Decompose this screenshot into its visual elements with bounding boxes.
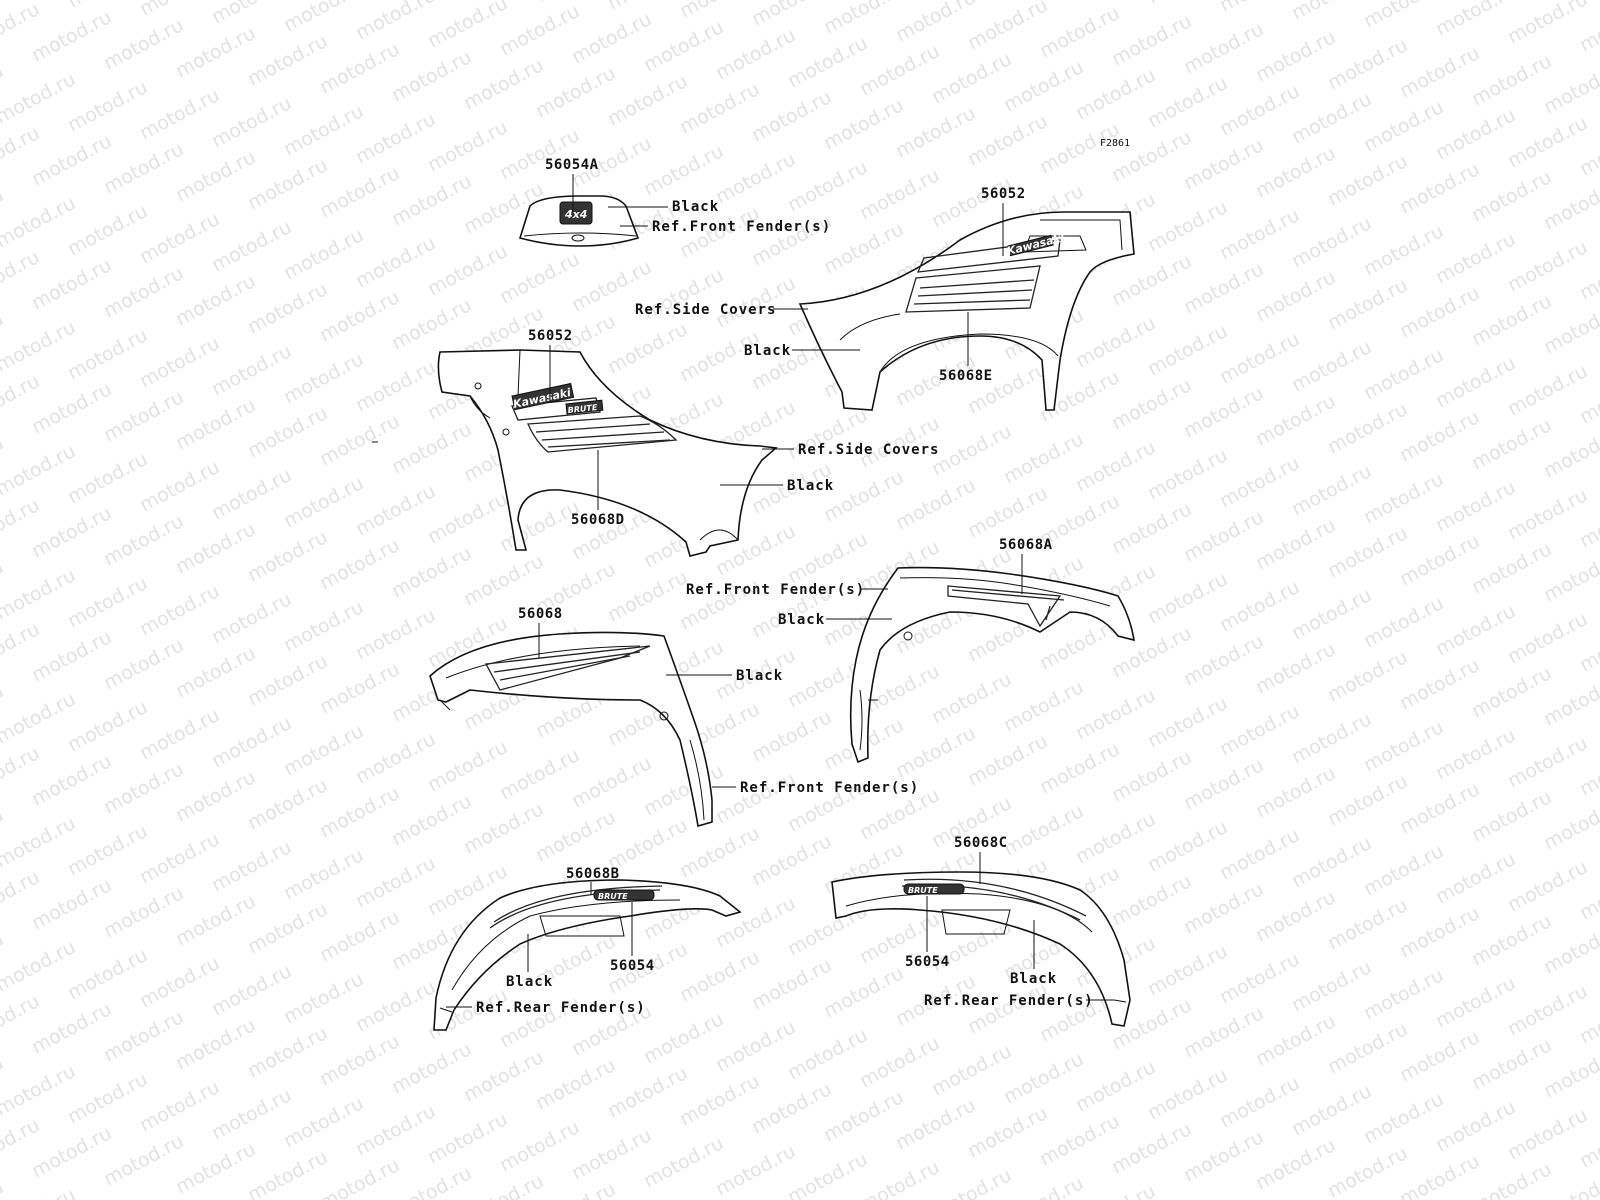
watermark-text: motod.ru bbox=[316, 1154, 403, 1200]
left-cover-model-text: BRUTE bbox=[567, 403, 598, 415]
callout-ref-rear-fender-2: Ref.Rear Fender(s) bbox=[924, 993, 1094, 1009]
4x4-badge bbox=[559, 201, 593, 225]
left-side-cover-part: Kawasaki BRUTE bbox=[372, 349, 778, 557]
left-rear-model-text: BRUTE bbox=[598, 892, 628, 901]
part-number-56068A: 56068A bbox=[999, 537, 1053, 553]
part-number-56068D: 56068D bbox=[571, 512, 625, 528]
watermark-text: motod.ru bbox=[856, 1156, 943, 1200]
badge-text: 4x4 bbox=[564, 208, 587, 221]
watermark-text: motod.ru bbox=[0, 1184, 79, 1200]
part-number-56052-right: 56052 bbox=[981, 186, 1026, 202]
part-number-56068B: 56068B bbox=[566, 866, 620, 882]
callout-black-7: Black bbox=[1010, 971, 1057, 987]
part-number-56052-left: 56052 bbox=[528, 328, 573, 344]
right-side-cover-part: Kawasaki bbox=[798, 211, 1135, 411]
callout-black-6: Black bbox=[506, 974, 553, 990]
part-number-56054A: 56054A bbox=[545, 157, 599, 173]
callout-ref-front-fender-3: Ref.Front Fender(s) bbox=[740, 780, 919, 796]
watermark-text: motod.ru bbox=[1000, 1172, 1087, 1200]
part-number-56068C: 56068C bbox=[954, 835, 1008, 851]
part-number-56054-left: 56054 bbox=[610, 958, 655, 974]
left-rear-model-badge bbox=[593, 889, 655, 901]
watermark-text: motod.ru bbox=[748, 0, 835, 30]
watermark-text: motod.ru bbox=[388, 1162, 475, 1200]
callout-ref-front-fender-1: Ref.Front Fender(s) bbox=[652, 219, 831, 235]
right-rear-model-badge bbox=[903, 883, 965, 895]
callout-black-3: Black bbox=[787, 478, 834, 494]
callout-black-1: Black bbox=[672, 199, 719, 215]
right-rear-model-text: BRUTE bbox=[908, 886, 938, 895]
callout-black-4: Black bbox=[778, 612, 825, 628]
watermark-text: motod.ru bbox=[1468, 1158, 1555, 1200]
figure-id: F2861 bbox=[1100, 138, 1130, 149]
callout-black-5: Black bbox=[736, 668, 783, 684]
watermark-text: motod.ru bbox=[208, 0, 295, 28]
front-fender-badge-part: 4x4 bbox=[518, 195, 640, 247]
left-rear-fender-part: BRUTE bbox=[433, 879, 742, 1031]
callout-black-2: Black bbox=[744, 343, 791, 359]
part-number-56068: 56068 bbox=[518, 606, 563, 622]
watermark-text: motod.ru bbox=[1360, 0, 1447, 32]
part-number-56068E: 56068E bbox=[939, 368, 993, 384]
callout-ref-front-fender-2: Ref.Front Fender(s) bbox=[686, 582, 865, 598]
part-number-56054-right: 56054 bbox=[905, 954, 950, 970]
callout-ref-side-covers-1: Ref.Side Covers bbox=[635, 302, 776, 318]
watermark-text: motod.ru bbox=[928, 1164, 1015, 1200]
watermark-text: motod.ru bbox=[460, 1170, 547, 1200]
callout-ref-rear-fender-1: Ref.Rear Fender(s) bbox=[476, 1000, 646, 1016]
left-front-fender-part bbox=[429, 631, 713, 828]
callout-ref-side-covers-2: Ref.Side Covers bbox=[798, 442, 939, 458]
right-front-fender-part bbox=[849, 566, 1135, 764]
right-rear-fender-part: BRUTE bbox=[831, 871, 1131, 1027]
watermark-text: motod.ru bbox=[0, 1176, 7, 1200]
